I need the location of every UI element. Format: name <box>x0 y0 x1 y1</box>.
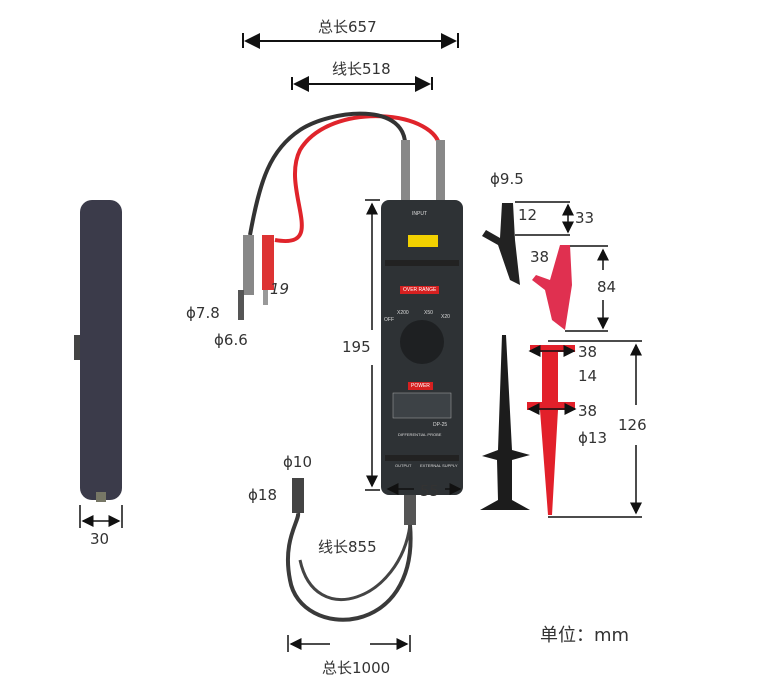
knob-off-label: OFF <box>384 317 394 323</box>
output-label: OUTPUT <box>395 463 412 468</box>
body-width-label: 55 <box>420 482 440 500</box>
probe-type-label: DIFFERENTIAL PROBE <box>398 432 442 437</box>
model-label: DP-25 <box>433 422 448 428</box>
cable-total-label: 总长1000 <box>322 659 391 677</box>
hook-length-label: 126 <box>618 416 647 434</box>
knob-x20-label: X20 <box>441 314 450 320</box>
clip-dia-label: ϕ9.5 <box>490 170 524 188</box>
black-clip <box>482 203 520 285</box>
output-cable <box>286 512 413 622</box>
hook-dia-label: ϕ13 <box>578 429 607 447</box>
range-knob[interactable] <box>400 320 444 364</box>
input-label: INPUT <box>412 211 427 217</box>
hook-top-width-label: 38 <box>578 343 598 361</box>
red-hook <box>527 345 575 515</box>
bnc-dia-1-label: ϕ10 <box>283 453 312 471</box>
total-length-label: 总长657 <box>318 18 377 36</box>
bnc-dia-2-label: ϕ18 <box>248 486 277 504</box>
red-clip <box>532 245 572 330</box>
lead-length-label: 线长518 <box>332 60 391 78</box>
probe-handle <box>80 200 122 500</box>
over-range-indicator: OVER RANGE <box>400 286 440 294</box>
supply-label: EXTERNAL SUPPLY <box>420 463 458 468</box>
power-indicator: POWER <box>408 382 433 390</box>
knob-x200-label: X200 <box>397 310 409 316</box>
tip-dia-2-label: ϕ6.6 <box>214 331 248 349</box>
hook-mid-width-label: 38 <box>578 402 598 420</box>
black-hook <box>480 335 530 510</box>
unit-label: 单位：mm <box>540 625 630 646</box>
lead-black <box>248 111 408 236</box>
cable-length-label: 线长855 <box>318 538 377 556</box>
clip-width-label: 12 <box>518 206 538 224</box>
body-length-label: 195 <box>342 338 371 356</box>
tip-length-label: 19 <box>270 280 290 298</box>
dim-total-arrow <box>242 33 459 92</box>
knob-x50-label: X50 <box>424 310 433 316</box>
hook-shaft-label: 14 <box>578 367 598 385</box>
red-clip-height-label: 84 <box>597 278 617 296</box>
red-clip-width-label: 38 <box>530 248 550 266</box>
handle-width-label: 30 <box>90 530 110 548</box>
tip-dia-1-label: ϕ7.8 <box>186 304 220 322</box>
clip-height-label: 33 <box>575 209 595 227</box>
lead-red <box>274 114 442 244</box>
